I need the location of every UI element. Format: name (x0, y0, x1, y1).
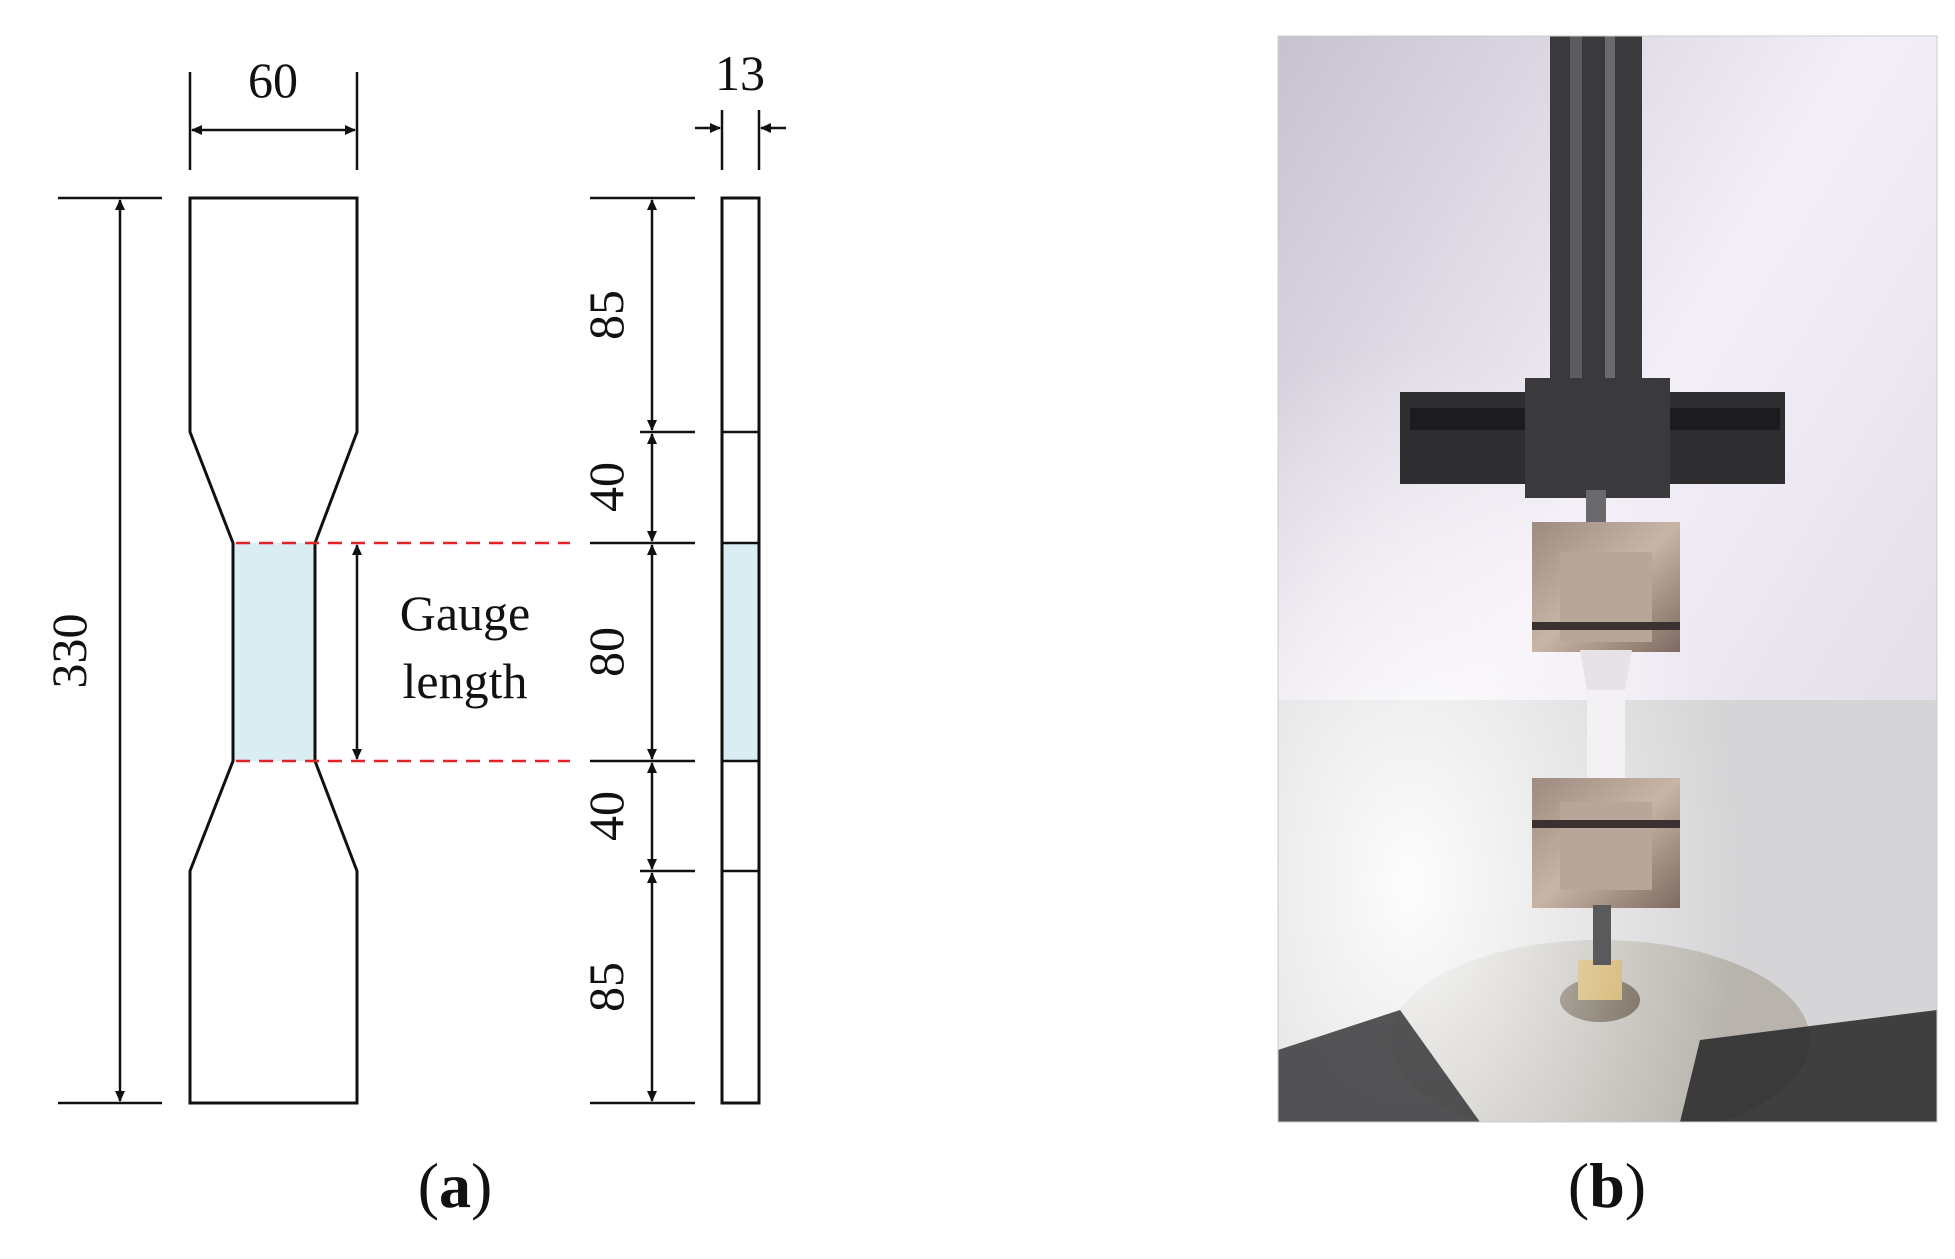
thickness-dimension: 13 (695, 45, 786, 170)
panel-b: (b) (1277, 35, 1938, 1221)
segment-label-bottom-taper: 40 (578, 791, 634, 841)
thickness-dim-label: 13 (715, 45, 765, 101)
specimen-outline (188, 196, 359, 1105)
segment-label-top-taper: 40 (578, 462, 634, 512)
panel-a: 60 330 Gauge length (41, 45, 786, 1221)
segment-dimensions: 85 40 80 40 85 (578, 196, 695, 1105)
gauge-label-line2: length (403, 653, 528, 709)
total-length-dimension: 330 (41, 196, 162, 1105)
side-gauge-fill (722, 543, 759, 761)
width-dim-label: 60 (248, 52, 298, 108)
gauge-length-markers: Gauge length (236, 541, 570, 763)
width-dimension: 60 (188, 52, 359, 170)
caption-a: (a) (418, 1150, 493, 1221)
side-outline (720, 196, 761, 1105)
total-length-dim-label: 330 (41, 614, 97, 689)
gauge-label-line1: Gauge (400, 585, 531, 641)
caption-b: (b) (1568, 1150, 1646, 1221)
segment-label-gauge: 80 (578, 627, 634, 677)
side-view-specimen (720, 196, 761, 1105)
segment-label-bottom-grip: 85 (578, 962, 634, 1012)
tensile-test-photo (1277, 35, 1938, 1123)
segment-label-top-grip: 85 (578, 290, 634, 340)
front-view-specimen (188, 196, 359, 1105)
gauge-region-fill (233, 543, 315, 761)
